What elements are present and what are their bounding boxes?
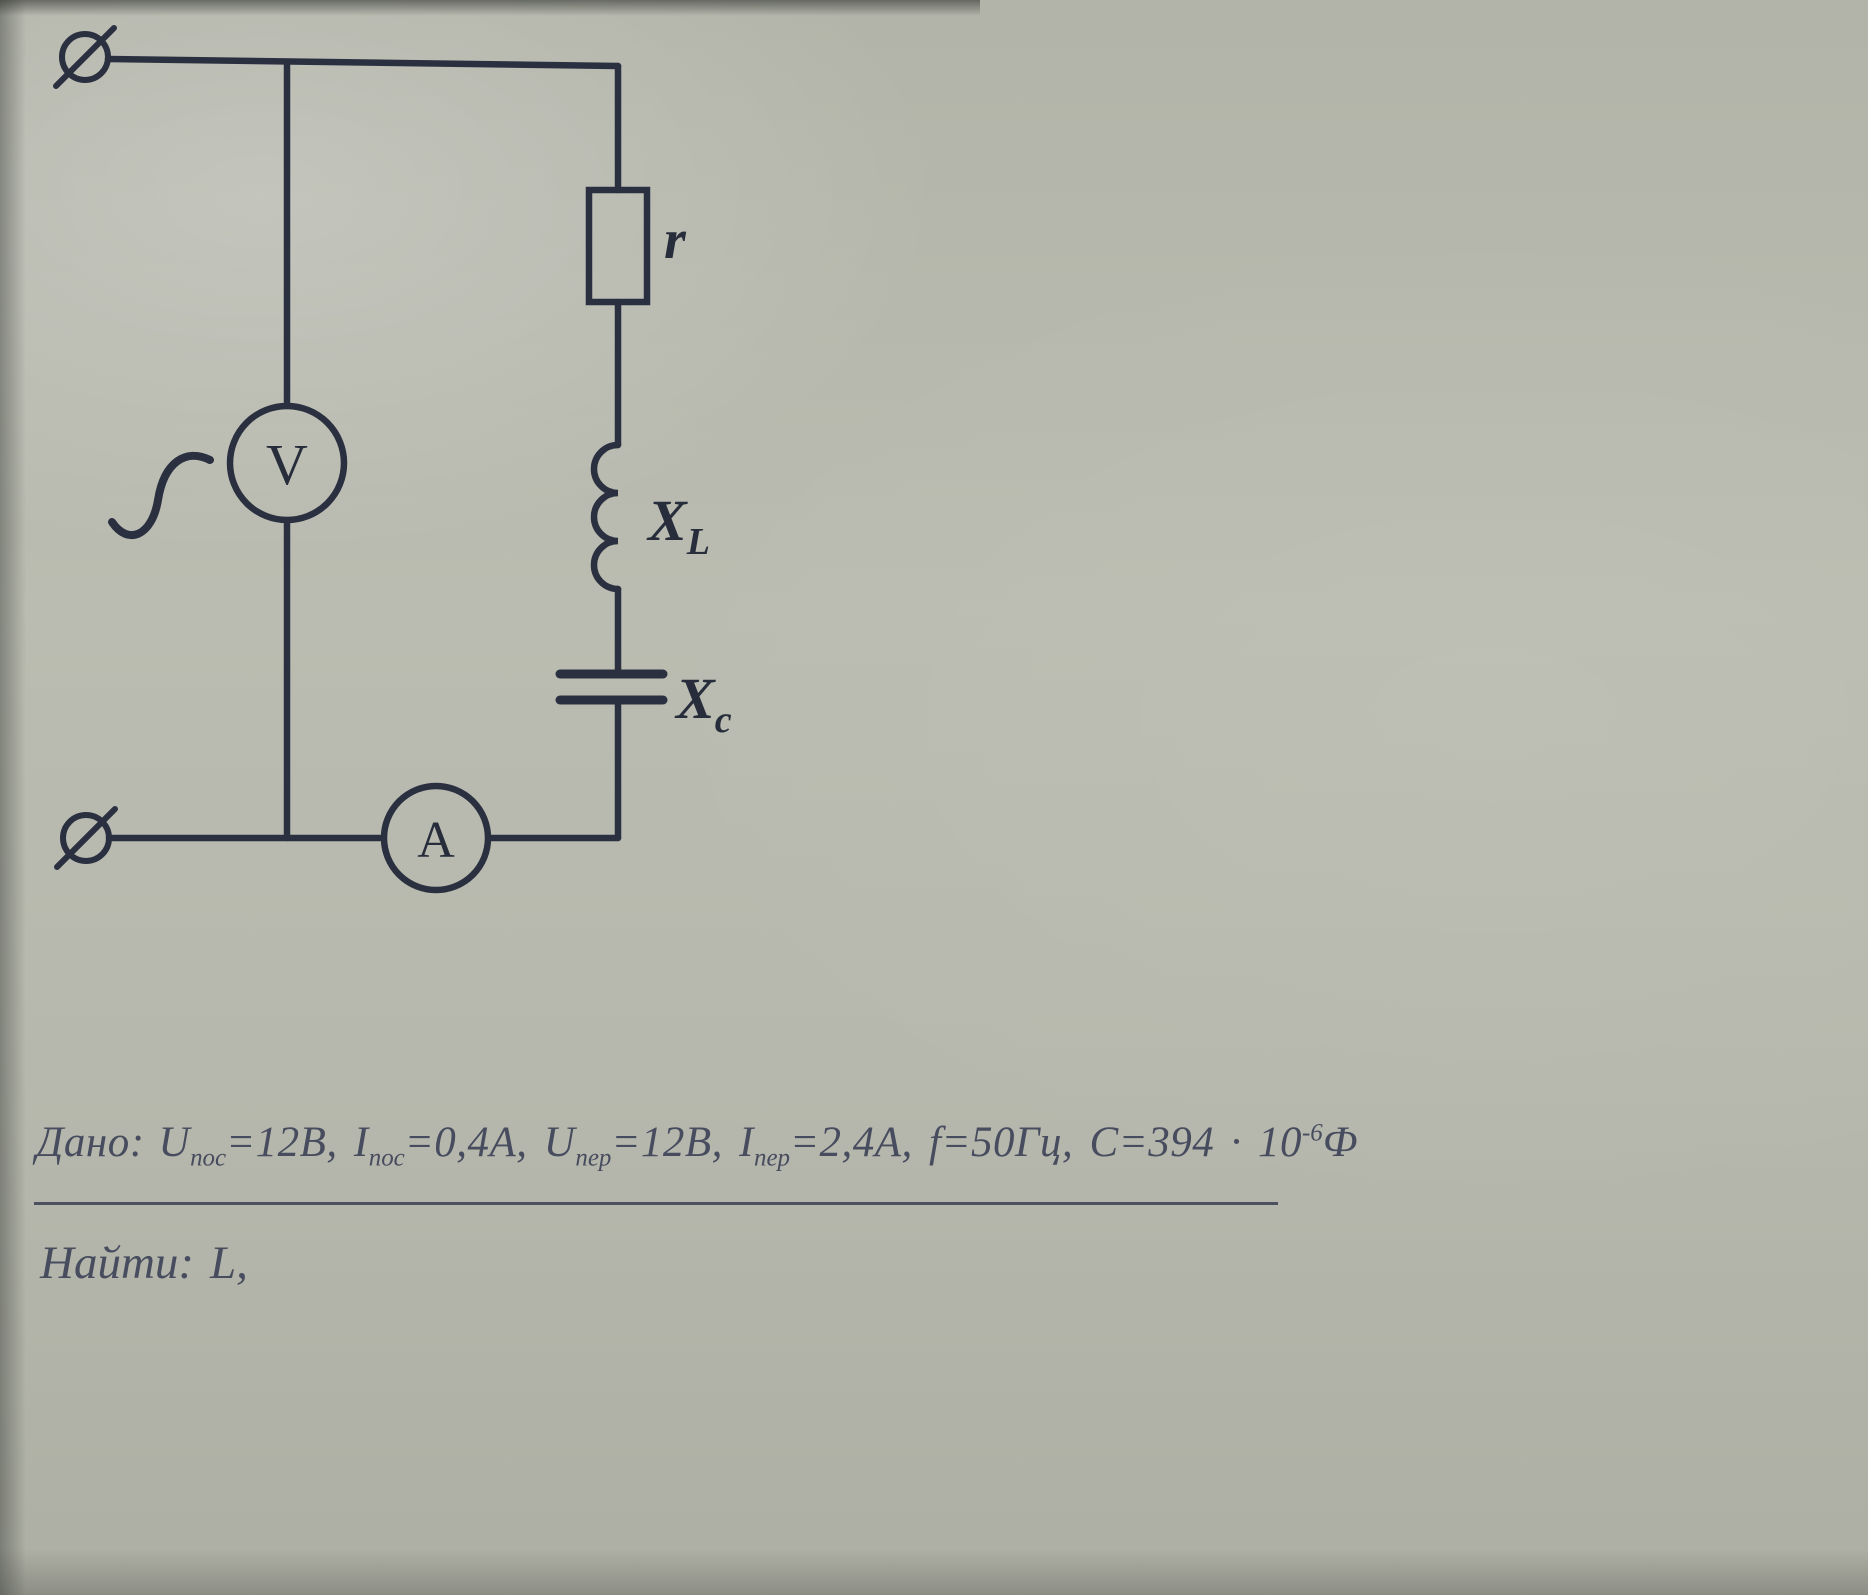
- wire-top: [104, 55, 622, 70]
- ammeter-label: A: [417, 812, 455, 869]
- divider-line: [34, 1202, 1278, 1205]
- given-item-i-dc: Iпос=0,4А,: [353, 1119, 544, 1172]
- inductor-label: XL: [646, 488, 710, 563]
- inductor-icon: [590, 441, 622, 593]
- given-item-u-ac: Uпер=12В,: [543, 1119, 740, 1172]
- given-item-u-dc: Uпос=12В,: [158, 1119, 354, 1172]
- find-line: Найти: L,: [40, 1236, 248, 1290]
- capacitor: Xc: [555, 666, 732, 741]
- ac-source-icon: [108, 451, 214, 539]
- find-value: L,: [210, 1237, 248, 1289]
- photo-shadow-left: [0, 0, 26, 1595]
- given-item-frequency: f=50Гц,: [929, 1119, 1090, 1166]
- terminal-bottom-icon: [54, 806, 118, 870]
- photo-shadow-top: [0, 0, 980, 16]
- given-item-i-ac: Iпер=2,4А,: [739, 1119, 930, 1172]
- terminal-top-icon: [53, 25, 117, 89]
- inductor: XL: [590, 441, 710, 593]
- given-line: Дано: Uпос=12В, Iпос=0,4А, Uпер=12В, Iпер…: [36, 1118, 1836, 1173]
- capacitor-label: Xc: [674, 666, 732, 741]
- resistor-icon: [585, 186, 651, 306]
- voltmeter: V: [226, 402, 348, 524]
- photo-shadow-bottom: [0, 1549, 1868, 1595]
- find-label: Найти:: [40, 1237, 195, 1289]
- voltmeter-label: V: [266, 432, 308, 497]
- given-item-capacitance: C=394 · 10-6Ф: [1089, 1119, 1358, 1166]
- ammeter: A: [380, 782, 492, 894]
- given-label: Дано:: [36, 1119, 145, 1166]
- resistor: r: [585, 186, 687, 306]
- resistor-label: r: [664, 209, 687, 271]
